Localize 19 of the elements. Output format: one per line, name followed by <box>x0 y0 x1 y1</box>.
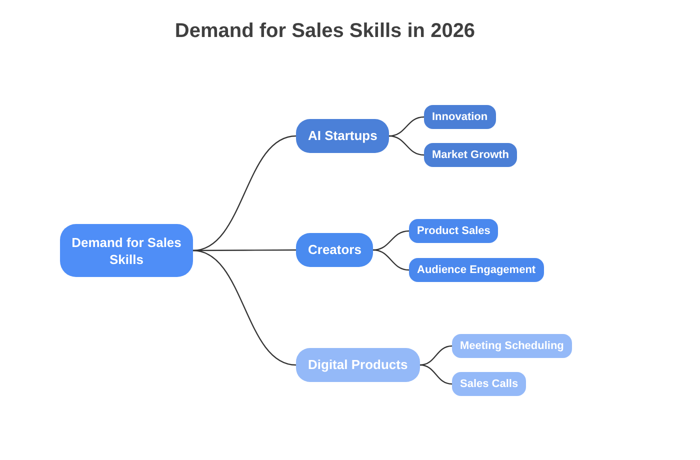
diagram-title: Demand for Sales Skills in 2026 <box>174 20 476 42</box>
connector-line <box>420 364 452 385</box>
subtopic-box: Sales Calls <box>452 372 526 396</box>
connector-line <box>420 345 452 366</box>
subtopic-box: Market Growth <box>424 143 518 167</box>
subtopic-box: Meeting Scheduling <box>452 334 572 358</box>
connector-line <box>192 250 296 366</box>
branch-topic-box: Digital Products <box>296 348 420 382</box>
connector-line <box>372 230 410 251</box>
branch-topic-box: AI Startups <box>296 119 390 153</box>
subtopic-box: Audience Engagement <box>409 258 544 282</box>
subtopic-box: Product Sales <box>409 219 498 243</box>
root-topic-box: Demand for Sales Skills <box>60 224 193 277</box>
connector-line <box>388 116 424 137</box>
connector-line <box>192 135 296 252</box>
subtopic-box: Innovation <box>424 105 496 129</box>
connector-line <box>372 249 410 271</box>
connector-line <box>388 135 424 156</box>
branch-topic-box: Creators <box>296 233 374 267</box>
